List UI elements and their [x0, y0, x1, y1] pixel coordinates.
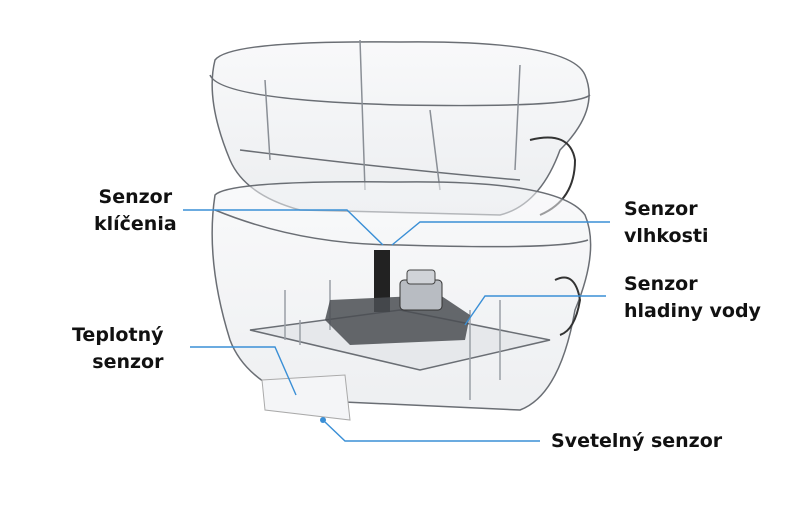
label-germination-sensor: Senzor klíčenia [94, 184, 177, 238]
label-line: Svetelný senzor [551, 430, 723, 452]
label-line: hladiny vody [624, 300, 761, 322]
label-humidity-sensor: Senzor vlhkosti [624, 196, 709, 250]
label-line: klíčenia [94, 213, 177, 235]
label-line: Senzor [98, 186, 173, 208]
leader-humidity [391, 221, 610, 246]
label-water-level-sensor: Senzor hladiny vody [624, 271, 761, 325]
leader-light [324, 421, 540, 442]
light-sensor-panel [261, 374, 351, 423]
label-temperature-sensor: Teplotný senzor [72, 322, 163, 376]
sensor-module [325, 250, 470, 345]
leader-lines [183, 209, 610, 442]
label-line: senzor [92, 351, 164, 373]
label-line: Senzor [624, 273, 698, 295]
leader-water-level [464, 295, 606, 326]
label-line: vlhkosti [624, 225, 709, 247]
light-sensor-dot [320, 417, 326, 423]
leader-temperature [190, 346, 297, 396]
leader-germination [183, 209, 384, 246]
label-line: Teplotný [72, 324, 164, 346]
label-light-sensor: Svetelný senzor [551, 428, 722, 455]
label-line: Senzor [624, 198, 698, 220]
